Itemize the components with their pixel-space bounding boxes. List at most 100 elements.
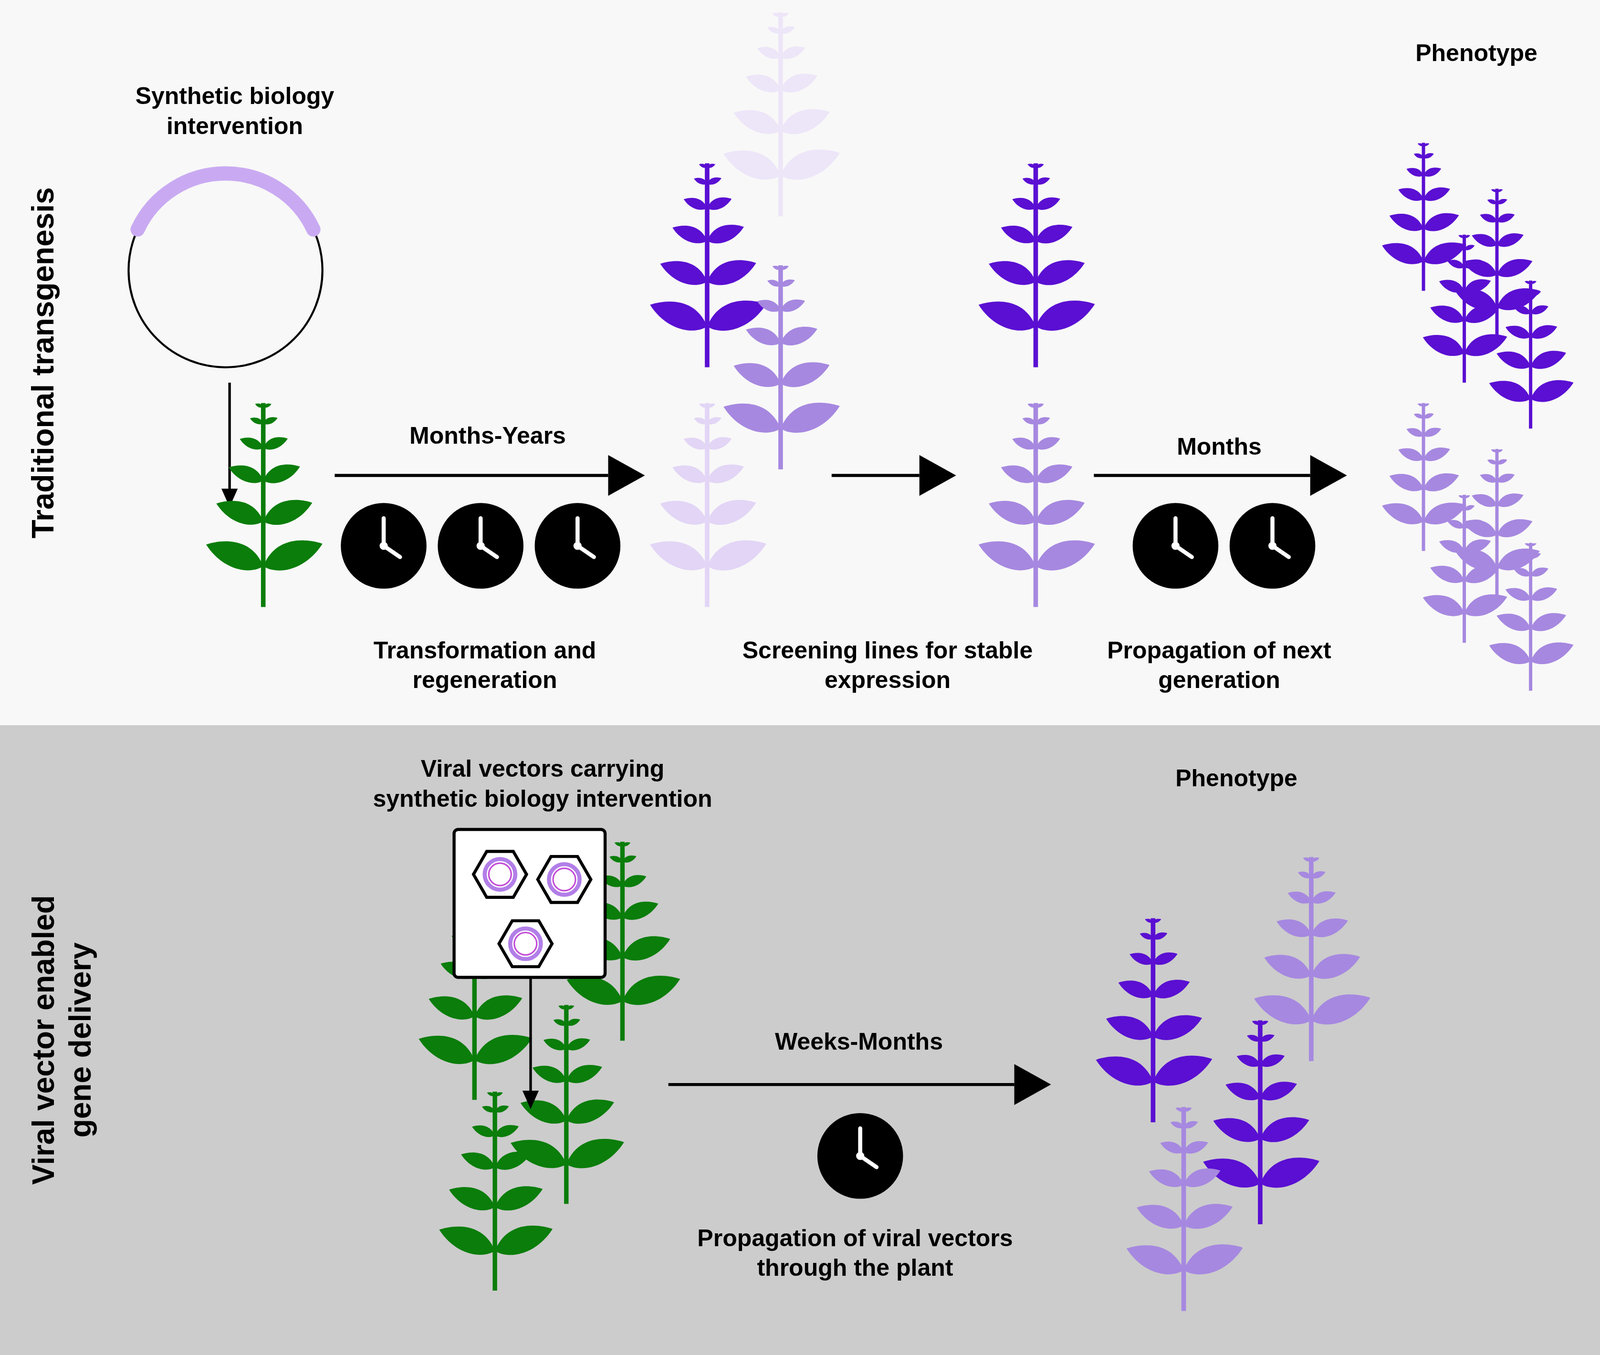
- plant-stem: [778, 265, 784, 470]
- plant-leaf: [672, 465, 708, 483]
- arrow-head: [1014, 1064, 1052, 1106]
- time-label: Months: [1176, 431, 1262, 462]
- plant-leaf: [1264, 954, 1311, 979]
- arrow-head: [1310, 455, 1348, 497]
- plant-leaf: [1035, 224, 1073, 244]
- plant-leaf: [1406, 428, 1424, 437]
- plant-leaf: [1464, 539, 1492, 554]
- plant-leaf: [1389, 213, 1424, 231]
- plant-leaf: [1260, 1020, 1269, 1025]
- plant-leaf: [699, 163, 708, 168]
- panel-title: Viral vector enabled gene delivery: [25, 858, 99, 1222]
- plant-leaf: [558, 1005, 567, 1010]
- plant: [1455, 449, 1540, 597]
- plant-leaf: [1035, 300, 1095, 331]
- plant-leaf: [1430, 305, 1465, 324]
- plant-leaf: [1524, 543, 1531, 546]
- arrow: [334, 455, 645, 497]
- plant-leaf: [733, 110, 781, 135]
- plant-leaf: [622, 842, 631, 847]
- plant-leaf: [1530, 567, 1549, 577]
- plant-leaf: [255, 403, 264, 408]
- plasmid-insert: [137, 173, 314, 230]
- plant-leaf: [1423, 213, 1459, 232]
- plant-leaf: [1423, 428, 1442, 438]
- plant-leaf: [780, 362, 830, 387]
- plant-leaf: [1311, 871, 1326, 879]
- plant-leaf: [1530, 543, 1537, 546]
- plant-leaf: [1496, 213, 1515, 223]
- viral-genome: [548, 864, 580, 895]
- plant-leaf: [1252, 1020, 1261, 1025]
- plant-leaf: [1035, 500, 1085, 525]
- plant-leaf: [1530, 291, 1542, 297]
- plant-leaf: [1260, 1117, 1310, 1143]
- arrow-shaft: [1093, 473, 1310, 477]
- plant-leaf: [1496, 188, 1503, 192]
- capsid: [537, 856, 591, 903]
- plant-leaf: [228, 465, 264, 483]
- time-label: Phenotype: [1175, 763, 1298, 794]
- plant-leaf: [780, 73, 818, 93]
- plant-leaf: [1423, 502, 1467, 525]
- plant-leaf: [622, 875, 647, 888]
- clock-center: [573, 541, 582, 550]
- arrow-head: [522, 1090, 539, 1109]
- clock-face: [1229, 502, 1316, 589]
- plant: [1455, 188, 1540, 337]
- viral-genome: [484, 859, 516, 890]
- plant-leaf: [1423, 153, 1434, 159]
- plant-leaf: [1022, 417, 1036, 425]
- plant-leaf: [1464, 495, 1471, 499]
- arrow-shaft: [334, 473, 608, 477]
- plant-leaf: [1496, 548, 1540, 571]
- plant-leaf: [1398, 188, 1424, 201]
- plant-leaf: [1530, 553, 1542, 559]
- plant-leaf: [1423, 447, 1451, 461]
- plant-leaf: [240, 437, 264, 450]
- plant-leaf: [1423, 473, 1459, 492]
- plant-leaf: [474, 995, 523, 1020]
- plant-leaf: [1530, 642, 1574, 665]
- plant-leaf: [1126, 1245, 1184, 1275]
- clock-face: [340, 502, 427, 589]
- plant: [1096, 918, 1213, 1123]
- plant-leaf: [1035, 197, 1060, 210]
- plant-leaf: [1311, 953, 1361, 979]
- plant-leaf: [1183, 1141, 1209, 1154]
- plant-stem: [1181, 1107, 1187, 1312]
- plant-leaf: [707, 464, 744, 484]
- arrow: [221, 382, 238, 508]
- plant-leaf: [1530, 324, 1558, 339]
- plant-leaf: [745, 74, 781, 93]
- plant-leaf: [1406, 167, 1424, 177]
- clock-face: [817, 1113, 904, 1200]
- step-caption: Propagation of viral vectors through the…: [664, 1223, 1046, 1284]
- plant-leaf: [481, 1106, 495, 1113]
- plant: [1202, 1020, 1320, 1225]
- plant-leaf: [1035, 437, 1060, 450]
- plant-leaf: [1213, 1118, 1261, 1142]
- plant-leaf: [649, 541, 708, 571]
- plant-leaf: [553, 1019, 567, 1026]
- plant-leaf: [1035, 260, 1085, 285]
- plant-leaf: [1311, 857, 1320, 862]
- plant-leaf: [1389, 473, 1424, 492]
- plant-leaf: [1496, 198, 1508, 205]
- plant-leaf: [460, 1152, 495, 1171]
- plant-leaf: [707, 403, 716, 408]
- plant: [978, 403, 1096, 608]
- viral-genome-inner: [553, 868, 576, 891]
- clock-face: [437, 502, 524, 589]
- plant-leaf: [1423, 167, 1442, 177]
- plant-leaf: [1496, 459, 1508, 465]
- plant-leaf: [1423, 413, 1434, 419]
- plant-leaf: [1496, 613, 1531, 631]
- plant: [649, 163, 767, 368]
- plant-leaf: [1096, 1056, 1154, 1086]
- plant-leaf: [1035, 540, 1095, 571]
- plant-leaf: [494, 1125, 519, 1138]
- step-caption: Transformation and regeneration: [327, 635, 643, 696]
- plant-leaf: [532, 1066, 567, 1084]
